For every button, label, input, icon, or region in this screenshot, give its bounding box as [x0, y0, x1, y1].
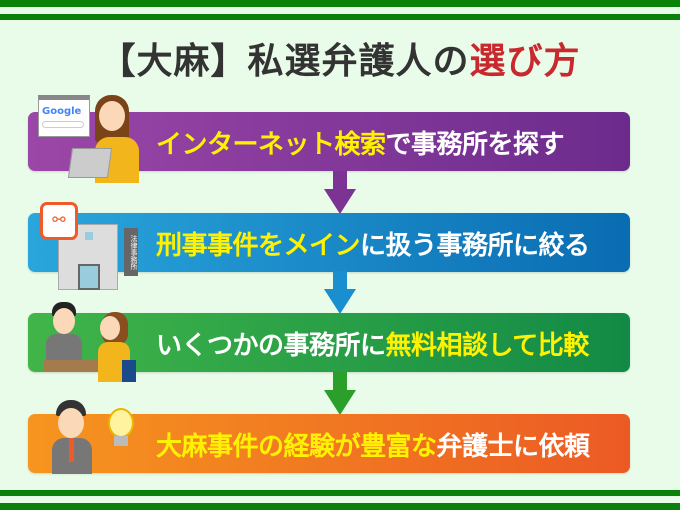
arrow-down-3	[324, 372, 356, 415]
step-3-text: いくつかの事務所に無料相談して比較	[156, 331, 589, 361]
bottom-band-line	[0, 490, 680, 496]
step-2-text: 刑事事件をメインに扱う事務所に絞る	[156, 231, 590, 261]
title-prefix: 【大麻】私選弁護人の	[99, 41, 470, 82]
bottom-band	[0, 503, 680, 510]
step-4-text: 大麻事件の経験が豊富な弁護士に依頼	[156, 432, 590, 462]
page-title: 【大麻】私選弁護人の選び方	[0, 32, 680, 84]
lawyer-lightbulb-icon	[50, 400, 140, 474]
step-1-text: インターネット検索で事務所を探す	[156, 130, 565, 160]
title-highlight: 選び方	[469, 41, 581, 82]
arrow-down-2	[324, 271, 356, 314]
woman-laptop-google-icon: Google	[38, 95, 148, 183]
lightbulb-icon	[108, 408, 134, 438]
top-band-line	[0, 14, 680, 20]
arrow-down-1	[324, 171, 356, 214]
top-band	[0, 0, 680, 7]
handcuffs-icon: ⚯	[40, 202, 78, 240]
consultation-icon	[40, 302, 140, 384]
law-office-handcuffs-icon: 法律事務所 ⚯	[40, 202, 140, 290]
law-office-sign: 法律事務所	[124, 228, 138, 276]
google-logo: Google	[42, 106, 82, 117]
